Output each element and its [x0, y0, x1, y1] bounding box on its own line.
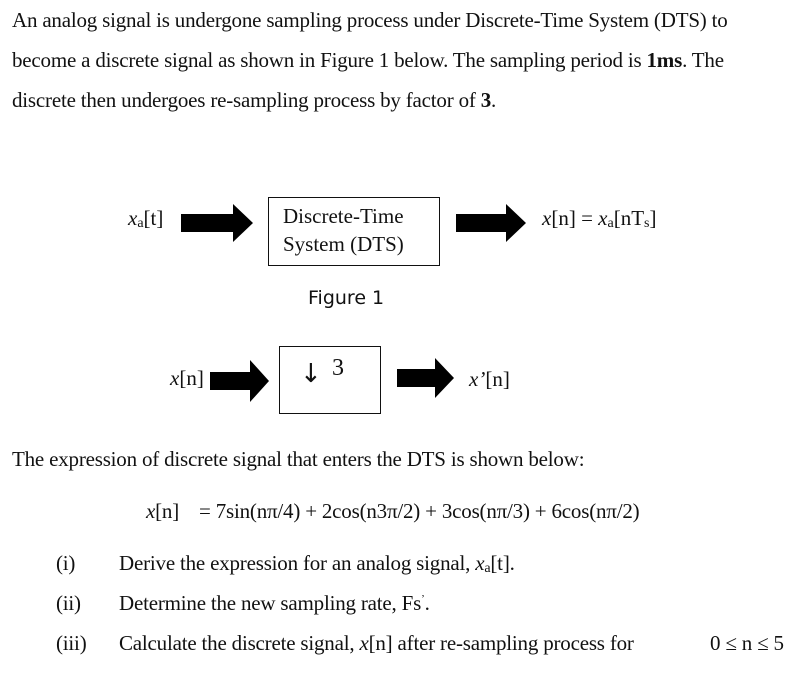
right-arrow-icon — [210, 360, 269, 402]
signal-expression: x[n] = 7sin(nπ/4) + 2cos(n3π/2) + 3cos(nπ… — [146, 499, 640, 524]
downsampler-box: ↓ 3 — [279, 346, 381, 414]
intro-text: . The — [682, 48, 724, 72]
argument: [n] — [155, 499, 180, 523]
subscript: s — [644, 216, 650, 231]
n-range: 0 ≤ n ≤ 5 — [710, 631, 784, 655]
dts-box-line-1: Discrete-Time — [283, 204, 404, 228]
question-number: (i) — [56, 551, 76, 575]
intro-line-1: An analog signal is undergone sampling p… — [12, 8, 728, 33]
intro-text: discrete then undergoes re-sampling proc… — [12, 88, 481, 112]
question-text: Determine the new sampling rate, Fs’. — [119, 591, 430, 616]
var-x: x — [475, 551, 485, 575]
text: [t]. — [490, 551, 515, 575]
argument: [n] — [179, 366, 204, 390]
intro-text: . — [491, 88, 497, 112]
expression-rhs: = 7sin(nπ/4) + 2cos(n3π/2) + 3cos(nπ/3) … — [199, 499, 640, 523]
argument: [nT — [613, 206, 645, 230]
subscript: a — [484, 561, 491, 576]
downsampler-input-label: x[n] — [170, 366, 204, 391]
downsampler-output-label: x’[n] — [469, 367, 510, 392]
subscript: a — [137, 216, 144, 231]
right-arrow-icon — [456, 204, 526, 242]
sampling-period-value: 1ms — [646, 48, 683, 72]
intro-text: become a discrete signal as shown in Fig… — [12, 48, 647, 72]
right-arrow-icon — [181, 204, 253, 242]
var-x: x — [146, 499, 156, 523]
intro-text: An analog signal is undergone sampling p… — [12, 8, 728, 32]
subscript: a — [607, 216, 614, 231]
var-x: x — [598, 206, 608, 230]
var-x: x — [359, 631, 369, 655]
right-arrow-icon — [397, 358, 454, 398]
dts-box: Discrete-Time System (DTS) — [268, 197, 440, 266]
downsample-factor: 3 — [332, 355, 344, 381]
argument: [n] — [485, 367, 510, 391]
argument: [n] = — [551, 206, 599, 230]
discrete-output-label: x[n] = xa[nTs] — [542, 206, 657, 231]
text: [n] after re-sampling process for — [368, 631, 634, 655]
analog-input-label: xa[t] — [128, 206, 163, 231]
var-x: x — [170, 366, 180, 390]
resampling-factor-value: 3 — [480, 88, 492, 112]
question-number: (iii) — [56, 631, 87, 655]
down-arrow-icon: ↓ — [300, 359, 322, 389]
text: Determine the new sampling rate, Fs — [119, 591, 422, 615]
text: . — [424, 591, 430, 615]
figure-caption: Figure 1 — [308, 287, 385, 309]
text: Derive the expression for an analog sign… — [119, 551, 476, 575]
prime: ’ — [421, 593, 425, 605]
expression-intro: The expression of discrete signal that e… — [12, 447, 585, 471]
intro-line-3: discrete then undergoes re-sampling proc… — [12, 88, 496, 113]
var-x: x — [128, 206, 138, 230]
question-number: (ii) — [56, 591, 81, 615]
var-x: x — [542, 206, 552, 230]
intro-line-2: become a discrete signal as shown in Fig… — [12, 48, 724, 73]
question-text: Derive the expression for an analog sign… — [119, 551, 515, 576]
var-x-prime: x’ — [469, 367, 486, 391]
question-text: Calculate the discrete signal, x[n] afte… — [119, 631, 634, 656]
argument: [t] — [143, 206, 164, 230]
text: Calculate the discrete signal, — [119, 631, 360, 655]
argument: ] — [649, 206, 657, 230]
dts-box-line-2: System (DTS) — [283, 232, 404, 256]
